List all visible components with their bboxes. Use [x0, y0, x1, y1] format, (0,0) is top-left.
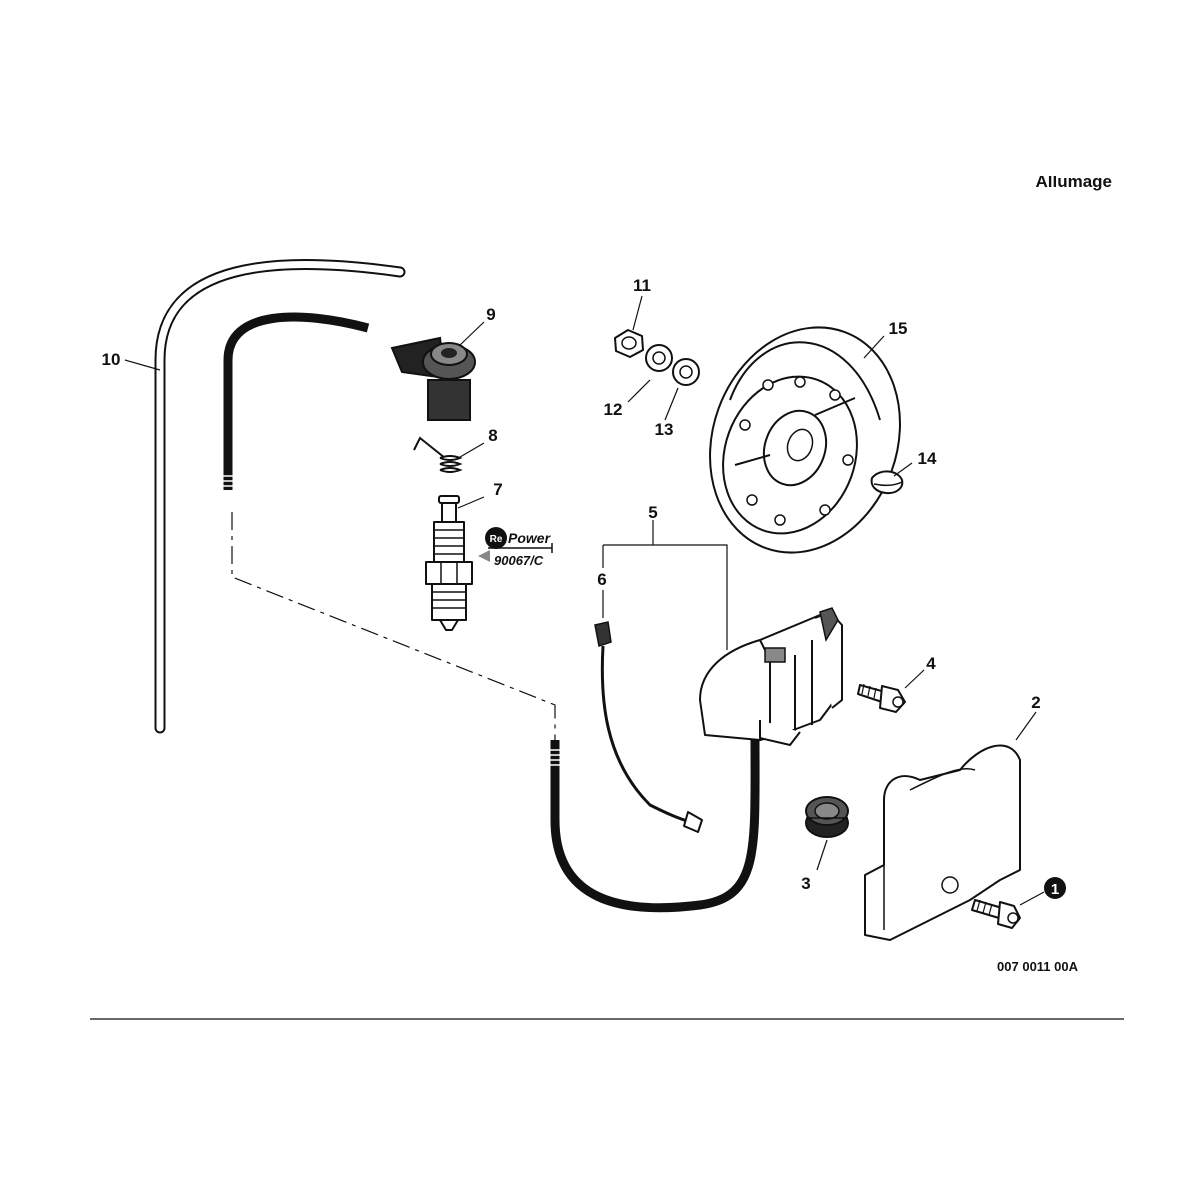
leader-lines: [124, 295, 1045, 906]
section-title-group: Allumage: [1000, 166, 1130, 191]
part-14-key: [870, 470, 904, 495]
part-4-screw: [857, 683, 906, 713]
callout-7: 7: [493, 480, 502, 499]
part-6-short-circuit-wire: [594, 621, 703, 833]
callout-10: 10: [102, 350, 121, 369]
callout-12: 12: [604, 400, 623, 419]
part-2-cover: [864, 744, 1021, 941]
callout-15: 15: [889, 319, 908, 338]
repower-logo-icon: [485, 527, 507, 549]
part-15-flywheel: [709, 326, 901, 554]
repower-logo-text: Power: [508, 530, 552, 546]
callout-numbers: 10 9 8 7 11 12 13 15 14 5 6 4 2 3 1: [102, 276, 1066, 899]
part-3-grommet: [805, 796, 849, 838]
callout-13: 13: [655, 420, 674, 439]
section-title: Allumage: [1035, 172, 1112, 191]
drawing-code: 007 0011 00A: [997, 959, 1079, 974]
part-7-spark-plug: [425, 495, 473, 631]
callout-2: 2: [1031, 693, 1040, 712]
callout-8: 8: [488, 426, 497, 445]
callout-6: 6: [597, 570, 606, 589]
callout-3: 3: [801, 874, 810, 893]
part-9-spark-plug-boot: [390, 336, 476, 421]
ignition-cable: [222, 312, 760, 913]
repower-part-number: 90067/C: [494, 553, 544, 568]
part-1-screw: [971, 899, 1021, 929]
part-5-ignition-module: [699, 607, 843, 747]
callout-11: 11: [633, 276, 651, 295]
part-13-washer: [672, 358, 700, 386]
callout-1: 1: [1051, 881, 1059, 898]
pointer-arrow-icon: [478, 550, 490, 562]
callout-1-badge: 1: [1044, 877, 1066, 899]
part-8-spring-clip: [413, 436, 463, 473]
part-12-washer: [645, 344, 673, 372]
callout-5: 5: [648, 503, 657, 522]
part-11-nut: [614, 329, 644, 358]
callout-4: 4: [926, 654, 936, 673]
repower-badge: Re Power 90067/C: [478, 527, 553, 568]
part-10-hose: [154, 258, 406, 734]
svg-text:Re: Re: [490, 534, 503, 545]
callout-9: 9: [486, 305, 495, 324]
callout-14: 14: [918, 449, 937, 468]
